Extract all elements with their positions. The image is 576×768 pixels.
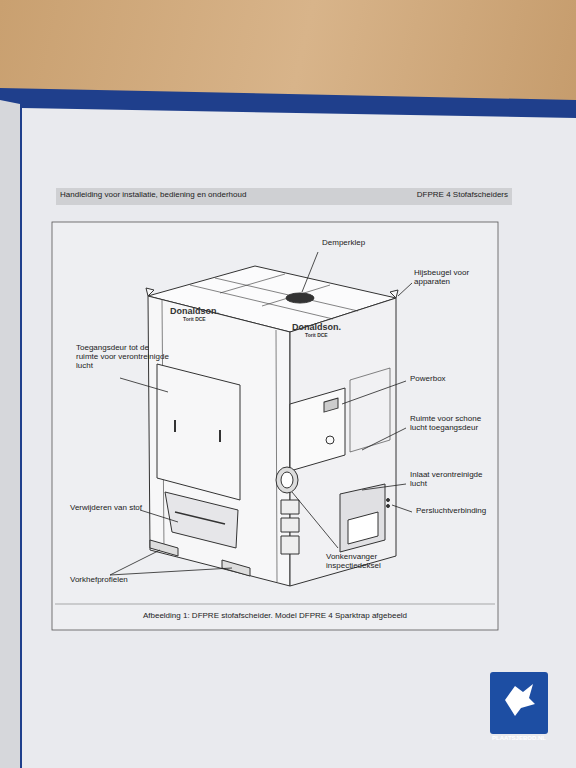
callout-label: Demperklep [322,238,402,247]
brand-logo: Donaldson. [292,322,352,332]
callout-label: Ruimte voor schone lucht toegangsdeur [410,414,492,432]
page [22,108,576,768]
brand-logo: Torit DCE [183,317,233,323]
figure-frame [52,222,498,630]
watermark-icon [505,684,535,716]
callout-label: Inlaat verontreinigde lucht [410,470,494,488]
callout-label: Vorkhefprofielen [70,575,160,584]
binder-cover [0,88,576,768]
brand-logo: Torit DCE [305,333,355,339]
callout-label: Verwijderen van stof [70,503,160,512]
running-header: DFPRE 4 Stofafscheiders [380,190,508,199]
callout-label: Powerbox [410,374,490,383]
leader-lines [110,252,412,575]
dust-collector [146,266,398,586]
watermark-badge [490,672,548,734]
callout-label: Vonkenvanger inspectiedeksel [326,552,416,570]
watermark: PLAATSJEBOD.NL [488,735,550,742]
callout-label: Persluchtverbinding [416,506,496,515]
callout-label: Hijsbeugel voor apparaten [414,268,494,286]
figure-caption: Afbeelding 1: DFPRE stofafscheider. Mode… [60,611,490,620]
header-bar [56,188,512,205]
brand-logo: Donaldson. [170,306,230,316]
running-header: Handleiding voor installatie, bediening … [60,190,360,199]
page-edge [0,100,20,768]
caption-rule [55,604,495,605]
callout-label: Toegangsdeur tot de ruimte voor verontre… [76,343,172,371]
